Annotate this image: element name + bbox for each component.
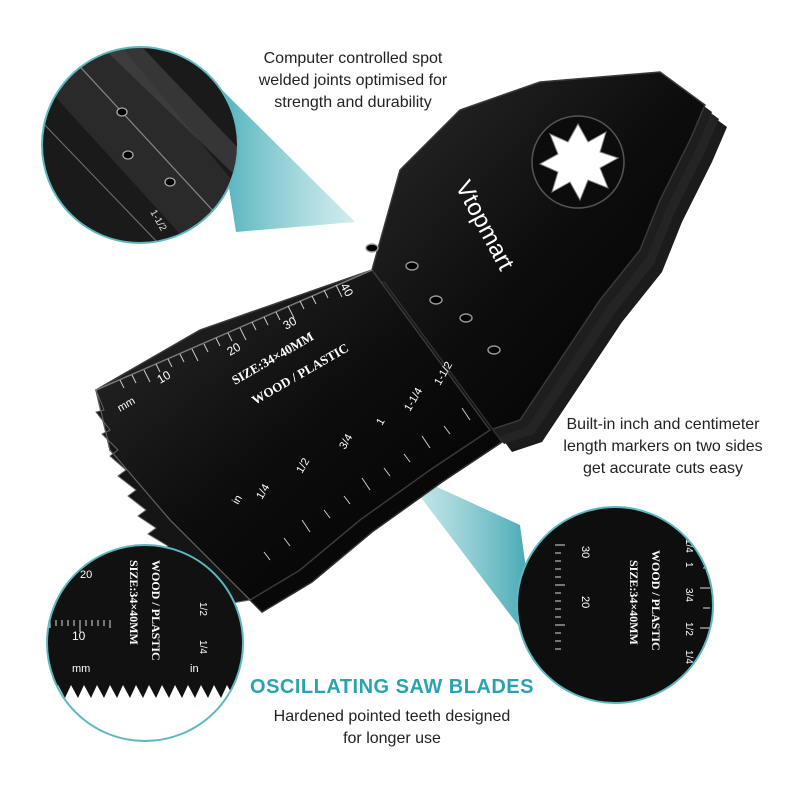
- callout-beam-top: [212, 80, 355, 232]
- callout-line: length markers on two sides: [563, 438, 763, 455]
- zoom-size-label: SIZE:34×40MM: [127, 560, 141, 645]
- mm-scale-label: 10: [155, 368, 174, 387]
- zoom-circle-spot-weld: 1-1/2: [41, 46, 239, 244]
- callout-line: Built-in inch and centimeter: [566, 416, 760, 433]
- star-mount-cutout: [531, 115, 625, 209]
- zoom-circle-teeth: 10 20 mm in SIZE:34×40MM WOOD / PLASTIC …: [46, 544, 244, 742]
- spot-welds: [365, 243, 501, 355]
- zoom-inch-label: 1/4: [683, 650, 694, 664]
- zoom-inch-label: 1/2: [197, 602, 208, 616]
- callout-beam-right: [400, 470, 537, 650]
- zoom-inch-label: 1: [683, 562, 694, 568]
- mm-scale-label: 30: [281, 314, 300, 333]
- mm-scale-label: 20: [225, 340, 244, 359]
- callout-spot-weld: Computer controlled spot welded joints o…: [228, 48, 478, 114]
- subheadline: Hardened pointed teeth designed for long…: [232, 706, 552, 750]
- mm-scale-label: 40: [337, 281, 356, 300]
- saw-blade-stack: [95, 71, 727, 613]
- subheadline-line: for longer use: [343, 730, 441, 747]
- zoom-circle-length-markers: 30 20 SIZE:34×40MM WOOD / PLASTIC 1-1/4 …: [516, 506, 714, 704]
- zoom-mm-label: 20: [80, 569, 92, 581]
- callout-line: get accurate cuts easy: [582, 460, 744, 477]
- inch-scale-label: 1: [374, 416, 387, 427]
- zoom-inch-label: 1/2: [683, 622, 694, 636]
- callout-line: Computer controlled spot: [263, 50, 443, 67]
- mm-scale-ticks: [119, 284, 343, 389]
- inch-scale-ticks: [263, 407, 471, 561]
- zoom-inch-label: 1/4: [197, 640, 208, 654]
- headline: OSCILLATING SAW BLADES: [250, 676, 534, 698]
- zoom-material-label: WOOD / PLASTIC: [649, 550, 663, 651]
- callout-line: welded joints optimised for: [258, 72, 448, 89]
- zoom-inch-label: 3/4: [683, 588, 694, 602]
- zoom-material-label: WOOD / PLASTIC: [149, 560, 163, 661]
- callout-line: strength and durability: [274, 94, 432, 111]
- zoom-mm-label: 10: [72, 629, 86, 643]
- zoom-unit-mm: mm: [72, 663, 90, 675]
- callout-length-markers: Built-in inch and centimeter length mark…: [528, 414, 798, 480]
- zoom-mm-label: 30: [579, 546, 591, 558]
- zoom-size-label: SIZE:34×40MM: [627, 560, 641, 645]
- subheadline-line: Hardened pointed teeth designed: [273, 708, 511, 725]
- zoom-mm-label: 20: [579, 596, 591, 608]
- zoom-unit-in: in: [190, 663, 199, 675]
